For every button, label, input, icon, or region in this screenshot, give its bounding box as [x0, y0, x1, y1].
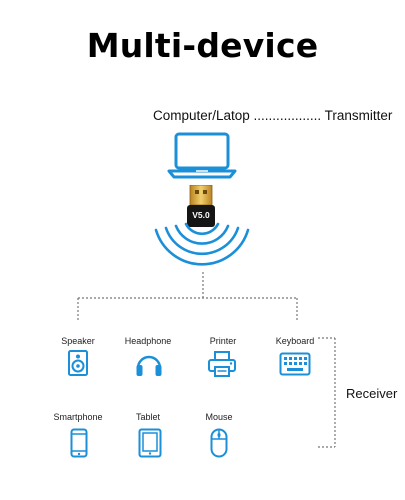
device-label-mouse: Mouse: [205, 412, 233, 422]
device-label-smartphone: Smartphone: [53, 412, 103, 422]
receiver-label: Receiver: [346, 386, 398, 401]
device-label-keyboard: Keyboard: [275, 336, 315, 346]
page-title: Multi-device: [86, 26, 319, 65]
speaker-icon: [67, 350, 89, 376]
device-label-tablet: Tablet: [135, 412, 161, 422]
tablet-icon: [138, 428, 162, 458]
device-label-printer: Printer: [209, 336, 237, 346]
wireless-signal-icon: [146, 218, 258, 279]
headphone-icon: [134, 350, 164, 378]
bluetooth-dongle: [186, 184, 216, 234]
device-label-speaker: Speaker: [61, 336, 95, 346]
smartphone-icon: [70, 428, 88, 458]
device-label-headphone: Headphone: [124, 336, 172, 346]
laptop-icon: [166, 131, 238, 179]
transmitter-label: Computer/Latop .................. Transm…: [153, 108, 393, 123]
dongle-version-label: V5.0: [192, 210, 210, 220]
printer-icon: [207, 350, 237, 378]
keyboard-icon: [279, 352, 311, 376]
mouse-icon: [210, 428, 228, 458]
